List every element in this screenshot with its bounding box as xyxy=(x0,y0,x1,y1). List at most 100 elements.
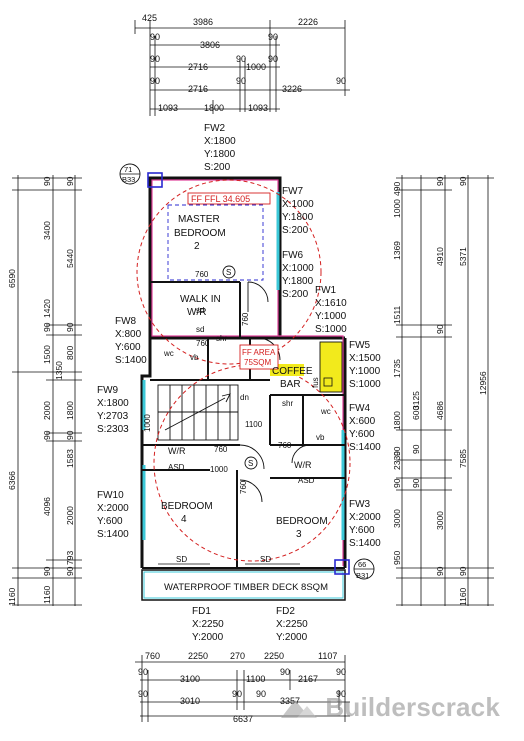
label-sd: sd xyxy=(196,306,204,315)
left-tick: 90 xyxy=(42,322,52,332)
top-dim-3806: 3806 xyxy=(200,40,220,50)
window-fw4: FW4 X:600 Y:600 S:1400 xyxy=(349,403,381,453)
label-vb2: vb xyxy=(316,433,325,442)
right-dim-7585: 7585 xyxy=(458,449,468,468)
fw10-s: S:1400 xyxy=(97,529,129,540)
fw9-name: FW9 xyxy=(97,385,119,396)
label-shr2: shr xyxy=(282,399,293,408)
bottom-dim-2250: 2250 xyxy=(188,651,208,661)
label-asd2: ASD xyxy=(298,476,315,485)
fd2-x: X:2250 xyxy=(276,619,308,630)
fw4-name: FW4 xyxy=(349,403,371,414)
window-fw8: FW8 X:800 Y:600 S:1400 xyxy=(115,316,147,366)
room-walkin-l2: W/R xyxy=(187,307,206,318)
bottom-dim-760: 760 xyxy=(145,651,160,661)
section-top-num: 71 xyxy=(124,165,132,174)
right-tick: 90 xyxy=(411,444,421,454)
fw1-y: Y:1000 xyxy=(315,311,347,322)
clearance-circles xyxy=(136,179,351,562)
section-top-sheet: B33 xyxy=(122,175,135,184)
fd1-name: FD1 xyxy=(192,606,211,617)
label-asd: ASD xyxy=(168,463,185,472)
door-fd2: FD2 X:2250 Y:2000 xyxy=(276,606,308,643)
fw1-name: FW1 xyxy=(315,285,337,296)
top-dim-2226: 2226 xyxy=(298,17,318,27)
left-dim-1583: 1583 xyxy=(65,449,75,468)
coffee-bar-sink xyxy=(323,377,333,387)
top-tick: 90 xyxy=(336,76,346,86)
fw3-s: S:1400 xyxy=(349,538,381,549)
right-dim-12956: 12956 xyxy=(478,371,488,395)
right-tick: 90 xyxy=(435,324,445,334)
fw7-name: FW7 xyxy=(282,186,304,197)
label-760v2: 760 xyxy=(239,480,248,494)
fw8-x: X:800 xyxy=(115,329,142,340)
fw6-x: X:1000 xyxy=(282,263,314,274)
room-bed3-l1: BEDROOM xyxy=(276,516,328,527)
fw10-x: X:2000 xyxy=(97,503,129,514)
right-dim-4686: 4686 xyxy=(435,401,445,420)
left-tick: 90 xyxy=(65,430,75,440)
bottom-dim-1107: 1107 xyxy=(318,651,337,661)
smoke-detector-s: S xyxy=(226,268,231,277)
fd2-y: Y:2000 xyxy=(276,632,308,643)
fw6-s: S:200 xyxy=(282,289,309,300)
left-dim-1800: 1800 xyxy=(65,401,75,420)
top-dim-425: 425 xyxy=(142,13,157,23)
section-marker-bottom: 66 B31 xyxy=(334,558,375,580)
left-tick: 90 xyxy=(42,176,52,186)
window-fw1: FW1 X:1610 Y:1000 S:1000 xyxy=(315,285,347,335)
left-tick: 90 xyxy=(65,322,75,332)
fw7-y: Y:1800 xyxy=(282,212,314,223)
top-tick: 90 xyxy=(268,32,278,42)
bottom-dim-2167: 2167 xyxy=(298,674,318,684)
right-dim-5371: 5371 xyxy=(458,247,468,266)
fw6-name: FW6 xyxy=(282,250,304,261)
room-walkin-l1: WALK IN xyxy=(180,294,221,305)
fw2-s: S:200 xyxy=(204,162,231,173)
fw2-name: FW2 xyxy=(204,123,226,134)
door-fd1: FD1 X:2250 Y:2000 xyxy=(192,606,224,643)
bottom-dim-3357: 3357 xyxy=(280,696,300,706)
fw5-s: S:1000 xyxy=(349,379,381,390)
right-dim-950: 950 xyxy=(392,551,402,565)
right-dim-1160: 1160 xyxy=(458,587,468,606)
right-dim-4910: 4910 xyxy=(435,247,445,266)
label-sd-door: SD xyxy=(176,555,187,564)
bottom-tick: 90 xyxy=(336,689,346,699)
fd2-name: FD2 xyxy=(276,606,295,617)
window-fw3: FW3 X:2000 Y:600 S:1400 xyxy=(349,499,381,549)
top-dim-1800: 1800 xyxy=(204,103,224,113)
fw4-y: Y:600 xyxy=(349,429,375,440)
coffee-highlight xyxy=(270,364,304,376)
smoke-detector-icon: S xyxy=(222,265,236,279)
right-dim-490: 490 xyxy=(392,182,402,196)
left-dim-5440: 5440 xyxy=(65,249,75,268)
label-760d: 760 xyxy=(214,445,228,454)
section-bot-num: 66 xyxy=(358,560,366,569)
bottom-tick: 90 xyxy=(138,667,148,677)
right-dim-600: 600 xyxy=(411,406,421,420)
room-master-l2: BEDROOM xyxy=(174,228,226,239)
label-760c: 760 xyxy=(278,441,292,450)
left-tick: 90 xyxy=(65,566,75,576)
right-dim-1369: 1369 xyxy=(392,241,402,260)
fw5-x: X:1500 xyxy=(349,353,381,364)
right-dim-1735: 1735 xyxy=(392,359,402,378)
fw8-name: FW8 xyxy=(115,316,137,327)
label-1000v: 1000 xyxy=(143,414,152,432)
label-wc2: wc xyxy=(320,407,331,416)
label-fus: fus xyxy=(311,377,320,388)
fd1-y: Y:2000 xyxy=(192,632,224,643)
top-tick: 90 xyxy=(268,54,278,64)
fw4-x: X:600 xyxy=(349,416,376,427)
fw3-y: Y:600 xyxy=(349,525,375,536)
left-dim-1160: 1160 xyxy=(7,587,17,606)
fw5-name: FW5 xyxy=(349,340,371,351)
bottom-tick: 90 xyxy=(138,689,148,699)
fw1-x: X:1610 xyxy=(315,298,347,309)
top-dim-3226: 3226 xyxy=(282,84,302,94)
top-dim-2716: 2716 xyxy=(188,62,208,72)
fw7-s: S:200 xyxy=(282,225,309,236)
fw9-s: S:2303 xyxy=(97,424,129,435)
